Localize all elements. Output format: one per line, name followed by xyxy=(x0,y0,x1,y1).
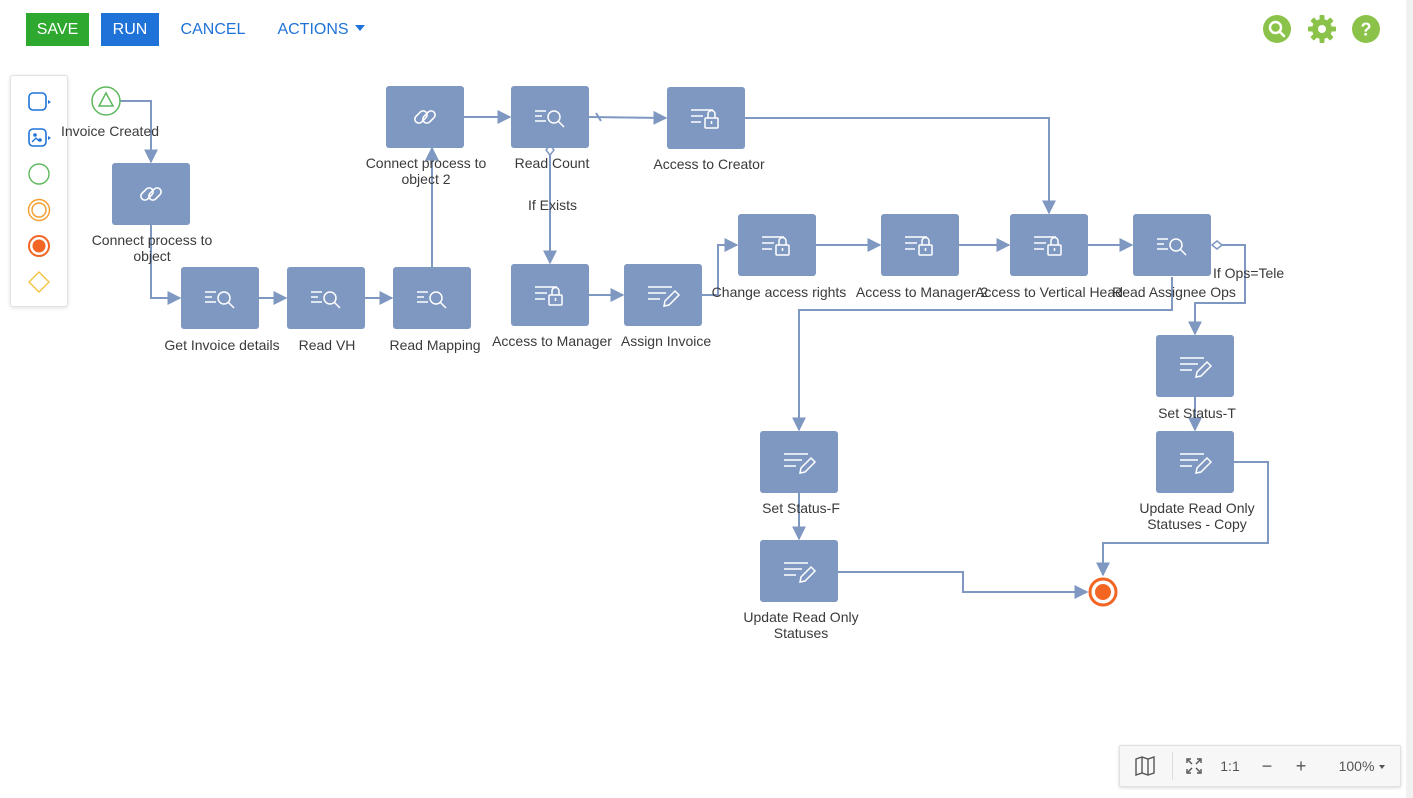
end-event[interactable] xyxy=(1088,577,1118,607)
node-update-read-only-copy[interactable] xyxy=(1156,431,1234,493)
read-data-icon xyxy=(1157,238,1187,256)
start-event[interactable] xyxy=(91,86,121,116)
modify-data-icon xyxy=(1180,453,1213,474)
node-label: Read VH xyxy=(298,337,356,353)
subprocess-element-icon[interactable] xyxy=(26,125,52,151)
access-rights-icon xyxy=(905,236,933,256)
node-access-creator[interactable] xyxy=(667,87,745,149)
default-flow-mark xyxy=(595,112,602,122)
node-assign-invoice[interactable] xyxy=(624,264,702,326)
node-label: Connect process to object 2 xyxy=(365,155,487,187)
node-change-access[interactable] xyxy=(738,214,816,276)
flow-start-to-connect[interactable] xyxy=(120,100,158,164)
gear-icon[interactable] xyxy=(1307,14,1337,44)
zoom-toolbar: 1:1 − + 100% xyxy=(1119,745,1401,787)
node-access-manager[interactable] xyxy=(511,264,589,326)
toolbar: SAVE RUN CANCEL ACTIONS ? xyxy=(0,0,1413,60)
link-icon xyxy=(414,110,436,124)
zoom-level-dropdown[interactable]: 100% xyxy=(1334,746,1390,786)
zoom-in-button[interactable]: + xyxy=(1295,756,1307,776)
zoom-out-button[interactable]: − xyxy=(1261,756,1273,776)
zoom-level: 100% xyxy=(1338,758,1375,774)
flow-read-count-to-access-creator[interactable] xyxy=(588,110,668,125)
conditional-flow-diamond xyxy=(1210,240,1224,250)
access-rights-icon xyxy=(691,109,719,129)
node-read-mapping[interactable] xyxy=(393,267,471,329)
node-label: Update Read Only Statuses xyxy=(743,609,859,641)
flow-update-copy-to-end[interactable] xyxy=(1096,461,1269,577)
node-label: Access to Manager-2 xyxy=(855,284,989,300)
gateway-icon[interactable] xyxy=(26,269,52,295)
node-access-manager-2[interactable] xyxy=(881,214,959,276)
modify-data-icon xyxy=(784,562,817,583)
actions-label: ACTIONS xyxy=(277,21,349,38)
start-event-icon[interactable] xyxy=(26,161,52,187)
task-element-icon[interactable] xyxy=(26,89,52,115)
flow-condition-label: If Ops=Tele xyxy=(1213,265,1285,281)
vertical-scrollbar[interactable] xyxy=(1406,0,1413,798)
node-read-assignee[interactable] xyxy=(1133,214,1211,276)
node-access-vertical[interactable] xyxy=(1010,214,1088,276)
modify-data-icon xyxy=(648,286,681,307)
search-icon[interactable] xyxy=(1262,14,1292,44)
node-update-read-only[interactable] xyxy=(760,540,838,602)
node-set-status-f[interactable] xyxy=(760,431,838,493)
node-label: Access to Vertical Head xyxy=(975,284,1123,300)
chevron-down-icon xyxy=(1379,765,1386,769)
node-get-invoice[interactable] xyxy=(181,267,259,329)
end-event-icon[interactable] xyxy=(26,233,52,259)
node-label: Connect process to object xyxy=(91,232,213,264)
flow-update-to-end[interactable] xyxy=(838,571,1089,599)
node-connect-process-2[interactable] xyxy=(386,86,464,148)
modify-data-icon xyxy=(1180,357,1213,378)
link-icon xyxy=(140,187,162,201)
node-label: Set Status-F xyxy=(762,500,840,516)
node-set-status-t[interactable] xyxy=(1156,335,1234,397)
help-icon[interactable]: ? xyxy=(1351,14,1381,44)
sequence-flows xyxy=(120,100,1269,599)
read-data-icon xyxy=(535,110,565,128)
svg-text:?: ? xyxy=(1361,20,1372,40)
read-data-icon xyxy=(311,291,341,309)
divider xyxy=(1172,752,1173,780)
node-read-count[interactable] xyxy=(511,86,589,148)
node-label: Change access rights xyxy=(711,284,847,300)
node-label: Read Count xyxy=(514,155,590,171)
flow-read-assignee-to-status-f[interactable] xyxy=(792,277,1173,432)
start-event-label: Invoice Created xyxy=(60,123,160,139)
chevron-down-icon xyxy=(354,25,365,31)
fit-to-screen-icon[interactable] xyxy=(1186,758,1202,774)
access-rights-icon xyxy=(762,236,790,256)
actual-size-button[interactable]: 1:1 xyxy=(1220,758,1240,774)
node-label: Update Read Only Statuses - Copy xyxy=(1139,500,1255,532)
flow-assign-to-change-access[interactable] xyxy=(702,238,739,296)
flow-connect-to-get-invoice[interactable] xyxy=(150,224,182,305)
cancel-button[interactable]: CANCEL xyxy=(180,21,246,38)
node-label: Read Assignee Ops xyxy=(1112,284,1236,300)
read-data-icon xyxy=(205,291,235,309)
node-label: Get Invoice details xyxy=(164,337,280,353)
node-connect-process[interactable] xyxy=(112,163,190,225)
node-label: Assign Invoice xyxy=(620,333,712,349)
node-label: Access to Manager xyxy=(492,333,612,349)
actions-dropdown[interactable]: ACTIONS xyxy=(272,13,370,46)
node-label: Access to Creator xyxy=(653,156,765,172)
access-rights-icon xyxy=(535,286,563,306)
minimap-icon[interactable] xyxy=(1134,756,1156,776)
access-rights-icon xyxy=(1034,236,1062,256)
flow-access-creator-to-vertical[interactable] xyxy=(745,117,1056,215)
element-palette xyxy=(10,75,68,307)
flow-read-assignee-to-status-t[interactable] xyxy=(1188,244,1246,336)
modify-data-icon xyxy=(784,453,817,474)
run-button[interactable]: RUN xyxy=(101,13,159,46)
flow-condition-label: If Exists xyxy=(528,197,578,213)
intermediate-event-icon[interactable] xyxy=(26,197,52,223)
node-label: Read Mapping xyxy=(389,337,481,353)
read-data-icon xyxy=(417,291,447,309)
node-read-vh[interactable] xyxy=(287,267,365,329)
node-label: Set Status-T xyxy=(1158,405,1236,421)
save-button[interactable]: SAVE xyxy=(26,13,89,46)
